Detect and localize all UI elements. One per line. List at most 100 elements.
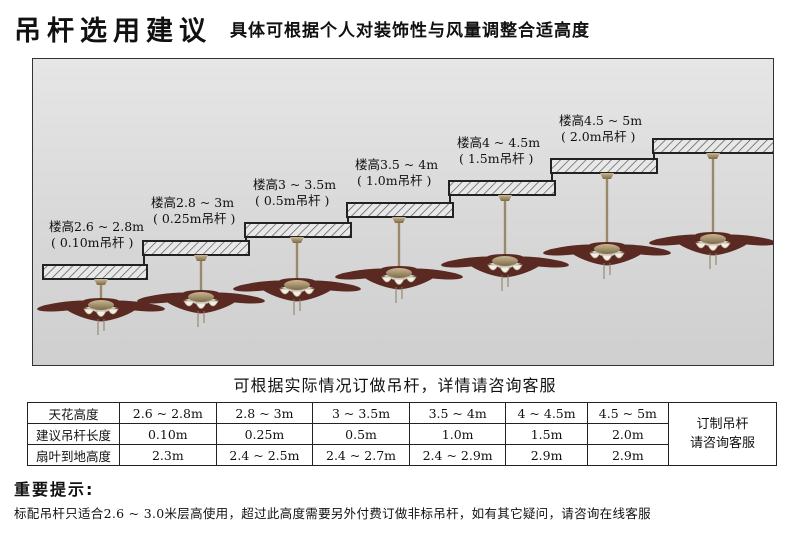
downrod bbox=[503, 201, 507, 257]
lamp-shade bbox=[589, 252, 601, 259]
ceiling-step bbox=[448, 180, 556, 196]
ceiling-step bbox=[550, 158, 658, 174]
table-cell: 2.8 ~ 3m bbox=[215, 402, 314, 424]
fan-canopy bbox=[600, 173, 614, 179]
fan-motor bbox=[700, 234, 726, 244]
installation-diagram: 楼高2.6 ~ 2.8m( 0.10m吊杆 ) 楼高2.8 ~ 3m( 0.25m… bbox=[32, 58, 774, 366]
table-cell: 2.9m bbox=[586, 444, 670, 466]
fan-motor bbox=[492, 256, 518, 266]
table-cell: 4 ~ 4.5m bbox=[505, 402, 588, 424]
stair-ceiling-illustration: 楼高2.6 ~ 2.8m( 0.10m吊杆 ) 楼高2.8 ~ 3m( 0.25m… bbox=[37, 113, 773, 335]
lamp-shade bbox=[487, 264, 499, 271]
fan-motor bbox=[88, 300, 114, 310]
lamp-shade bbox=[707, 244, 719, 251]
fan-blade bbox=[602, 248, 644, 266]
fan-blade bbox=[164, 296, 206, 314]
note-line: 请咨询客服 bbox=[689, 436, 755, 451]
step-floor-height-label: 楼高2.8 ~ 3m bbox=[151, 195, 234, 210]
step-rod-length-label: ( 1.5m吊杆 ) bbox=[459, 151, 533, 166]
fan-motor bbox=[386, 268, 412, 278]
fan-canopy bbox=[194, 255, 208, 261]
table-cell: 1.5m bbox=[505, 423, 588, 445]
fan-blade bbox=[260, 284, 302, 302]
table-cell: 2.6 ~ 2.8m bbox=[119, 402, 217, 424]
fan-blade bbox=[468, 260, 510, 278]
ceiling-fan bbox=[37, 279, 165, 335]
note-line: 订制吊杆 bbox=[696, 417, 749, 432]
downrod bbox=[295, 243, 299, 281]
fan-blade bbox=[708, 238, 750, 256]
lamp-shade bbox=[695, 242, 707, 249]
lamp-shade bbox=[279, 288, 291, 295]
fan-motor bbox=[188, 292, 214, 302]
fan-blade bbox=[196, 296, 238, 314]
ceiling-step bbox=[346, 202, 454, 218]
downrod bbox=[99, 285, 103, 301]
table-cell: 2.0m bbox=[586, 423, 670, 445]
lamp-shade bbox=[381, 276, 393, 283]
custom-rod-notice: 可根据实际情况订做吊杆，详情请咨询客服 bbox=[233, 376, 557, 395]
table-row: 建议吊杆长度 0.10m 0.25m 0.5m 1.0m 1.5m 2.0m bbox=[27, 423, 777, 445]
step-rod-length-label: ( 0.5m吊杆 ) bbox=[255, 193, 329, 208]
lamp-shade bbox=[405, 276, 417, 283]
lamp-shade bbox=[499, 266, 511, 273]
table-cell: 2.4 ~ 2.7m bbox=[312, 444, 410, 466]
fan-blade bbox=[362, 272, 404, 290]
table-cell: 1.0m bbox=[408, 423, 507, 445]
lamp-shade bbox=[719, 242, 731, 249]
lamp-shade bbox=[195, 302, 207, 309]
fan-blade bbox=[64, 304, 106, 322]
ceiling-step bbox=[244, 222, 352, 238]
step-rod-length-label: ( 0.25m吊杆 ) bbox=[153, 211, 235, 226]
step-floor-height-label: 楼高2.6 ~ 2.8m bbox=[49, 219, 144, 234]
lamp-shade bbox=[303, 288, 315, 295]
ceiling-fan bbox=[137, 255, 265, 327]
fan-blade bbox=[96, 304, 138, 322]
lamp-shade bbox=[613, 252, 625, 259]
important-tip-text: 标配吊杆只适合2.6 ~ 3.0米层高使用，超过此高度需要另外付费订做非标吊杆，… bbox=[14, 506, 651, 521]
page-subtitle: 具体可根据个人对装饰性与风量调整合适高度 bbox=[230, 20, 590, 41]
step-floor-height-label: 楼高4.5 ~ 5m bbox=[559, 113, 642, 128]
ceiling-fan bbox=[441, 195, 569, 291]
table-cell: 0.10m bbox=[119, 423, 217, 445]
fan-blade bbox=[570, 248, 612, 266]
table-cell: 3.5 ~ 4m bbox=[408, 402, 507, 424]
downrod bbox=[711, 159, 715, 235]
page-title: 吊杆选用建议 bbox=[14, 15, 212, 47]
ceiling-fan bbox=[649, 153, 773, 269]
table-cell: 2.4 ~ 2.9m bbox=[408, 444, 507, 466]
fan-motor bbox=[284, 280, 310, 290]
lamp-shade bbox=[207, 300, 219, 307]
fan-canopy bbox=[392, 217, 406, 223]
downrod bbox=[199, 261, 203, 293]
lamp-shade bbox=[291, 290, 303, 297]
table-cell: 4.5 ~ 5m bbox=[586, 402, 670, 424]
fan-motor bbox=[594, 244, 620, 254]
ceiling-fan bbox=[335, 217, 463, 303]
ceiling-step bbox=[652, 138, 773, 154]
table-row: 扇叶到地高度 2.3m 2.4 ~ 2.5m 2.4 ~ 2.7m 2.4 ~ … bbox=[27, 444, 777, 466]
step-floor-height-label: 楼高4 ~ 4.5m bbox=[457, 135, 540, 150]
lamp-shade bbox=[393, 278, 405, 285]
ceiling-step bbox=[42, 264, 148, 280]
lamp-shade bbox=[601, 254, 613, 261]
row-label-blade-to-floor: 扇叶到地高度 bbox=[27, 444, 120, 466]
page-header: 吊杆选用建议 具体可根据个人对装饰性与风量调整合适高度 bbox=[14, 6, 590, 50]
table-cell: 3 ~ 3.5m bbox=[312, 402, 410, 424]
fan-blade bbox=[500, 260, 542, 278]
table-cell: 2.9m bbox=[505, 444, 588, 466]
ceiling-fan bbox=[233, 237, 361, 315]
step-rod-length-label: ( 1.0m吊杆 ) bbox=[357, 173, 431, 188]
table-cell: 2.3m bbox=[119, 444, 217, 466]
step-rod-length-label: ( 2.0m吊杆 ) bbox=[561, 129, 635, 144]
step-rod-length-label: ( 0.10m吊杆 ) bbox=[51, 235, 133, 250]
fan-blade bbox=[676, 238, 718, 256]
fan-canopy bbox=[290, 237, 304, 243]
ceiling-step bbox=[142, 240, 250, 256]
step-floor-height-label: 楼高3 ~ 3.5m bbox=[253, 177, 336, 192]
table-cell: 0.5m bbox=[312, 423, 410, 445]
fan-canopy bbox=[498, 195, 512, 201]
fan-canopy bbox=[94, 279, 108, 285]
important-tip-heading: 重要提示: bbox=[14, 480, 95, 499]
row-label-ceiling-height: 天花高度 bbox=[27, 402, 120, 424]
